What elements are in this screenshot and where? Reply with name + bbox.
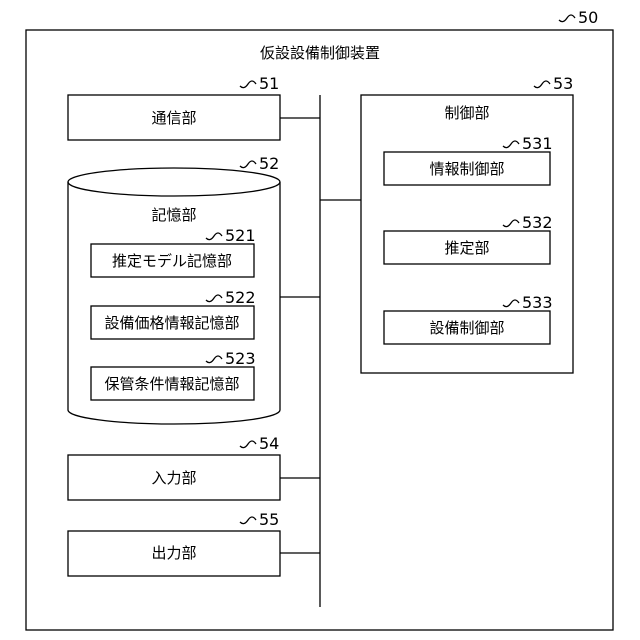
ref-54: 54 <box>259 434 279 453</box>
control-item-label-531: 情報制御部 <box>429 160 504 178</box>
leader-531 <box>503 141 519 148</box>
storage-cylinder-top <box>68 168 280 196</box>
leader-51 <box>240 81 256 88</box>
output-label: 出力部 <box>151 544 196 562</box>
ref-50: 50 <box>578 8 598 27</box>
leader-55 <box>240 517 256 524</box>
ref-55: 55 <box>259 510 279 529</box>
ref-523: 523 <box>225 349 256 368</box>
leader-521 <box>206 233 222 240</box>
ref-53: 53 <box>553 74 573 93</box>
leader-522 <box>206 295 222 302</box>
leader-523 <box>206 356 222 363</box>
leader-533 <box>503 300 519 307</box>
leader-52 <box>240 161 256 168</box>
ref-522: 522 <box>225 288 256 307</box>
control-item-label-532: 推定部 <box>444 239 489 257</box>
ref-52: 52 <box>259 154 279 173</box>
control-item-label-533: 設備制御部 <box>429 319 504 337</box>
device-title: 仮設設備制御装置 <box>260 44 380 62</box>
communication-label: 通信部 <box>151 109 196 127</box>
leader-532 <box>503 220 519 227</box>
ref-533: 533 <box>522 293 553 312</box>
leader-54 <box>240 441 256 448</box>
leader-50 <box>559 15 575 22</box>
storage-item-label-522: 設備価格情報記憶部 <box>104 314 239 332</box>
input-label: 入力部 <box>151 469 196 487</box>
leader-53 <box>534 81 550 88</box>
storage-item-label-523: 保管条件情報記憶部 <box>104 375 239 393</box>
control-label: 制御部 <box>444 104 489 122</box>
ref-531: 531 <box>522 134 553 153</box>
ref-51: 51 <box>259 74 279 93</box>
ref-532: 532 <box>522 213 553 232</box>
storage-item-label-521: 推定モデル記憶部 <box>112 252 232 270</box>
storage-label: 記憶部 <box>151 206 196 224</box>
ref-521: 521 <box>225 226 256 245</box>
